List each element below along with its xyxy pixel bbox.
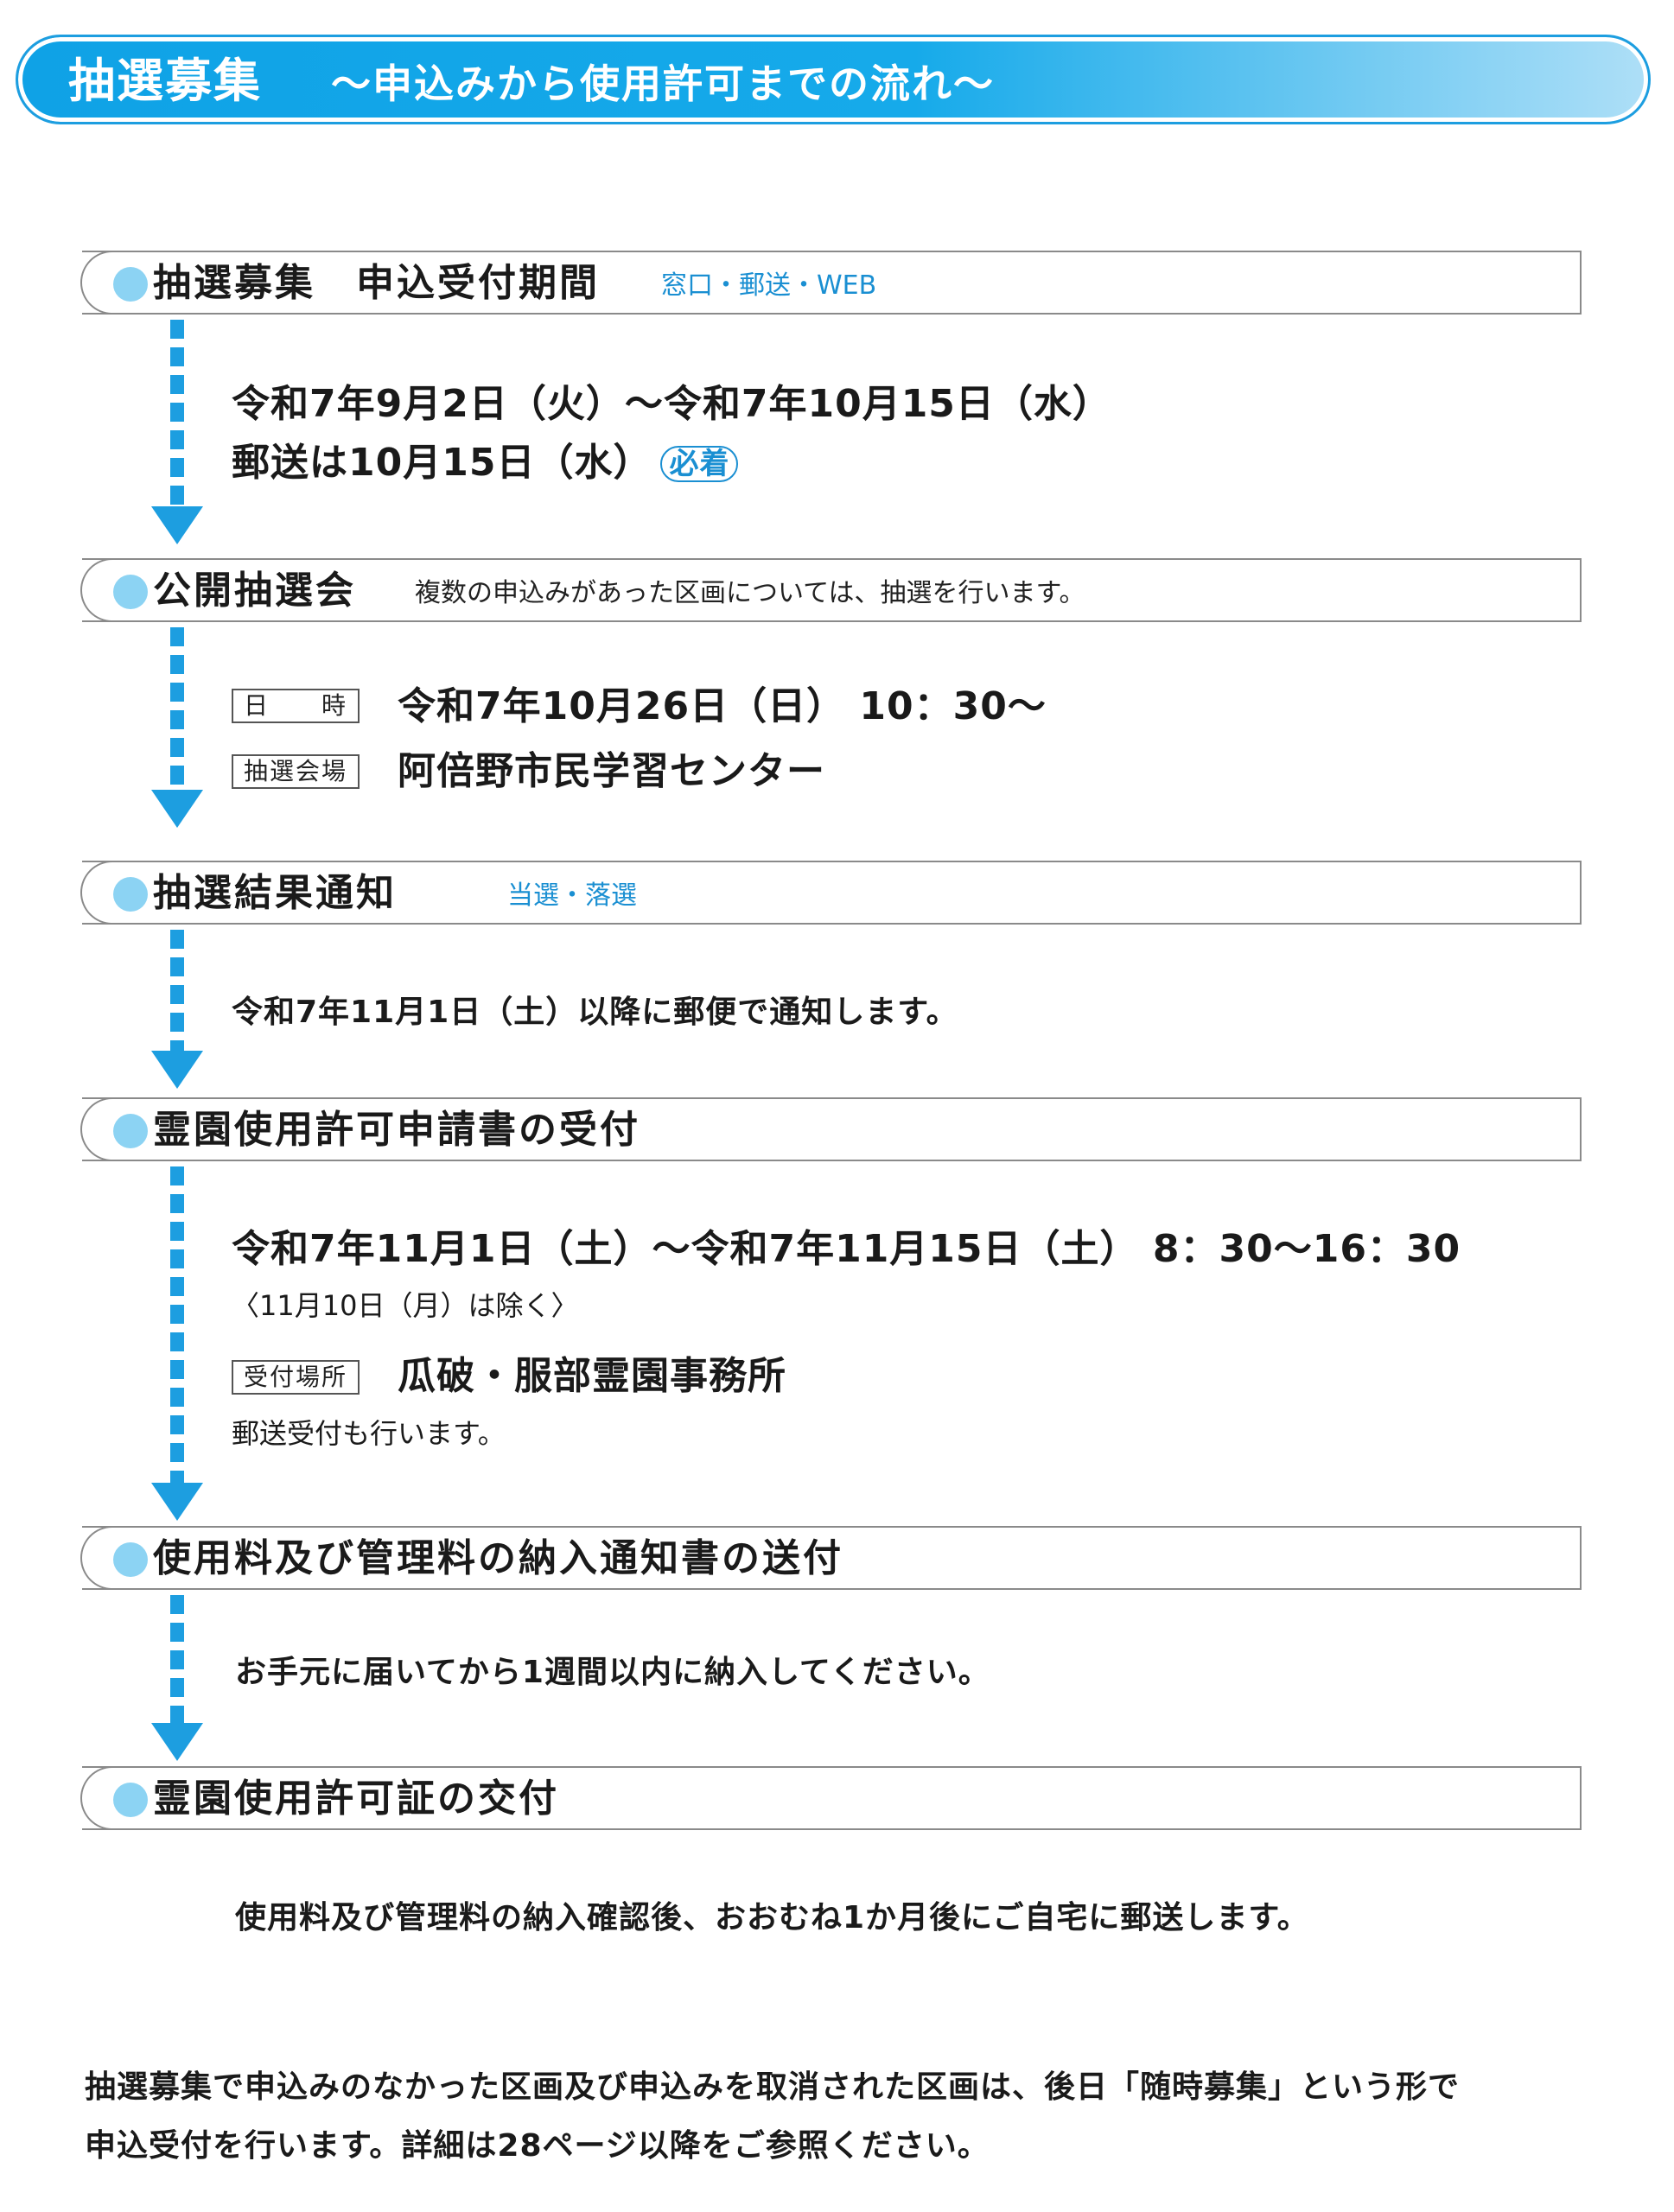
form-place: 瓜破・服部霊園事務所: [398, 1354, 786, 1398]
payment-notice-text: お手元に届いてから1週間以内に納入してください。: [235, 1655, 990, 1690]
down-arrow-icon: [151, 1051, 203, 1089]
must-arrive-badge: 必着: [660, 446, 739, 482]
result-notice-text: 令和7年11月1日（土）以降に郵便で通知します。: [232, 995, 958, 1030]
step-title: 抽選結果通知: [153, 871, 397, 915]
step-bullet-icon: [113, 1542, 148, 1577]
down-arrow-icon: [151, 1483, 203, 1521]
step-result-notice: 抽選結果通知 当選・落選: [80, 861, 1582, 925]
footer-note-line1: 抽選募集で申込みのなかった区画及び申込みを取消された区画は、後日「随時募集」とい…: [85, 2069, 1461, 2105]
step-note: 複数の申込みがあった区画については、抽選を行います。: [415, 578, 1085, 608]
venue-label: 抽選会場: [232, 754, 360, 789]
form-period: 令和7年11月1日（土）～令和7年11月15日（土） 8：30～16：30: [232, 1227, 1461, 1271]
lottery-venue: 阿倍野市民学習センター: [398, 749, 825, 793]
footer-note-line2: 申込受付を行います。詳細は28ページ以降をご参照ください。: [85, 2128, 990, 2164]
page-title: 抽選募集: [68, 54, 262, 108]
step-bullet-icon: [113, 877, 148, 912]
step-payment-notice: 使用料及び管理料の納入通知書の送付: [80, 1526, 1582, 1590]
down-arrow-icon: [151, 506, 203, 544]
mail-deadline: 郵送は10月15日（水）必着: [232, 439, 739, 487]
down-arrow-icon: [151, 790, 203, 828]
lottery-date: 令和7年10月26日（日） 10：30～: [398, 684, 1047, 728]
place-label: 受付場所: [232, 1360, 360, 1395]
page-subtitle: ～申込みから使用許可までの流れ～: [331, 60, 995, 107]
mail-deadline-text: 郵送は10月15日（水）: [232, 441, 652, 485]
step-application-form: 霊園使用許可申請書の受付: [80, 1097, 1582, 1161]
step-public-lottery: 公開抽選会 複数の申込みがあった区画については、抽選を行います。: [80, 558, 1582, 622]
step-title: 公開抽選会: [153, 569, 356, 613]
step-bullet-icon: [113, 1783, 148, 1817]
application-period: 令和7年9月2日（火）～令和7年10月15日（水）: [232, 382, 1111, 426]
step-bullet-icon: [113, 1114, 148, 1148]
step-title: 霊園使用許可証の交付: [153, 1777, 559, 1821]
form-mail-note: 郵送受付も行います。: [232, 1417, 506, 1450]
step-application-period: 抽選募集 申込受付期間 窓口・郵送・WEB: [80, 251, 1582, 315]
step-title: 使用料及び管理料の納入通知書の送付: [153, 1536, 843, 1580]
step-title: 抽選募集 申込受付期間: [153, 261, 600, 305]
permit-issuance-text: 使用料及び管理料の納入確認後、おおむね1か月後にご自宅に郵送します。: [235, 1900, 1309, 1936]
step-bullet-icon: [113, 267, 148, 302]
step-permit-issuance: 霊園使用許可証の交付: [80, 1766, 1582, 1830]
form-exception: 〈11月10日（月）は除く〉: [232, 1289, 579, 1322]
date-label: 日 時: [232, 689, 360, 723]
step-title: 霊園使用許可申請書の受付: [153, 1108, 640, 1152]
header-banner: 抽選募集 ～申込みから使用許可までの流れ～: [16, 35, 1651, 124]
step-note: 当選・落選: [507, 880, 637, 911]
step-bullet-icon: [113, 575, 148, 609]
down-arrow-icon: [151, 1723, 203, 1761]
step-note: 窓口・郵送・WEB: [661, 270, 877, 301]
